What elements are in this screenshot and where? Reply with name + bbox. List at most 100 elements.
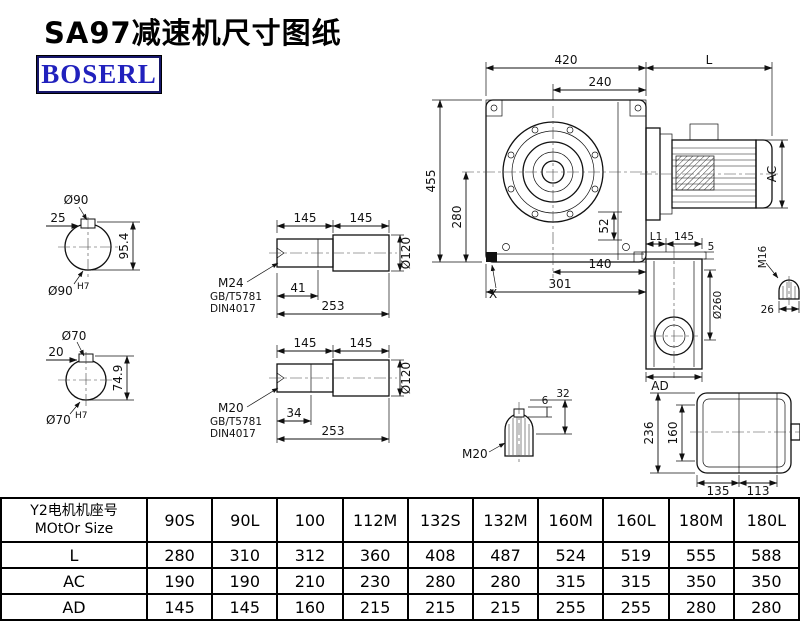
hole70-height-label: 74.9 bbox=[111, 365, 125, 392]
col-header-132M: 132M bbox=[471, 497, 540, 543]
gearbox-front-view bbox=[462, 99, 656, 278]
shaft-bottom-len2-label: 145 bbox=[350, 336, 373, 350]
cell-L-5: 487 bbox=[471, 541, 540, 569]
shaft-bottom-thread-label: M20 bbox=[218, 401, 244, 415]
cell-AD-6: 255 bbox=[537, 593, 605, 621]
col-header-160L: 160L bbox=[602, 497, 670, 543]
shaft-top-len1-label: 145 bbox=[294, 211, 317, 225]
shaft-top-41-label: 41 bbox=[290, 281, 305, 295]
cell-AD-5: 215 bbox=[471, 593, 540, 621]
cell-AC-1: 190 bbox=[211, 567, 279, 595]
rearview-160-label: 160 bbox=[666, 422, 680, 445]
col-header-180M: 180M bbox=[667, 497, 735, 543]
hole90-tol-label: H7 bbox=[77, 282, 90, 292]
dim-AC-label: AC bbox=[765, 166, 779, 182]
page-title: SA97减速机尺寸图纸 bbox=[44, 16, 342, 50]
cell-L-3: 360 bbox=[341, 541, 409, 569]
dim-52: 52 bbox=[597, 211, 622, 241]
cell-AD-2: 160 bbox=[276, 593, 344, 621]
x-marker-square bbox=[486, 252, 497, 262]
row-AC-label: AC bbox=[0, 567, 148, 595]
hole90-bore-label: Ø90 bbox=[48, 284, 73, 298]
brand-logo: BOSERL bbox=[37, 56, 161, 93]
cell-AD-9: 280 bbox=[732, 593, 800, 621]
x-marker-label: X bbox=[489, 287, 497, 301]
shaft-top-thread-label: M24 bbox=[218, 276, 244, 290]
cell-L-4: 408 bbox=[406, 541, 474, 569]
brand-logo-text: BOSERL bbox=[41, 59, 157, 89]
row-L-label: L bbox=[0, 541, 148, 569]
dim-455: 455 bbox=[424, 99, 482, 263]
sideview-26-label: 26 bbox=[761, 304, 775, 316]
col-header-132S: 132S bbox=[406, 497, 474, 543]
enddetail-thread-label: M20 bbox=[462, 447, 488, 461]
hole70-tol-label: H7 bbox=[75, 411, 88, 421]
sideview-dia260-label: Ø260 bbox=[712, 291, 724, 319]
sideview-145-label: 145 bbox=[674, 231, 694, 243]
hole-view-70: Ø70 20 74.9 Ø70 H7 bbox=[46, 329, 134, 427]
cell-L-7: 519 bbox=[602, 541, 670, 569]
gearbox-rear-view: 236 160 135 113 bbox=[642, 392, 800, 497]
motor-size-table: Y2电机机座号 MOtOr Size 90S 90L 100 112M 132S… bbox=[0, 497, 800, 621]
cell-AC-5: 280 bbox=[471, 567, 540, 595]
hole70-bore-label: Ø70 bbox=[46, 413, 71, 427]
row-AD-label: AD bbox=[0, 593, 148, 621]
shaft-view-top: 145 145 Ø120 M24 GB/T5781 DIN4017 41 253 bbox=[210, 211, 413, 318]
dim-301-label: 301 bbox=[549, 277, 572, 291]
cell-AC-8: 350 bbox=[667, 567, 735, 595]
dim-240-label: 240 bbox=[589, 75, 612, 89]
table-row-AD: AD 145 145 160 215 215 215 255 255 280 2… bbox=[0, 593, 800, 621]
cell-AC-2: 210 bbox=[276, 567, 344, 595]
motor-size-header-cn: Y2电机机座号 bbox=[30, 502, 118, 519]
gearbox-side-view: L1 145 5 Ø260 AD M16 26 bbox=[641, 231, 800, 393]
sideview-L1-label: L1 bbox=[650, 231, 663, 243]
cell-AD-1: 145 bbox=[211, 593, 279, 621]
shaft-bottom-253-label: 253 bbox=[322, 424, 345, 438]
cell-L-8: 555 bbox=[667, 541, 735, 569]
x-marker: X bbox=[489, 264, 497, 301]
col-header-90L: 90L bbox=[211, 497, 279, 543]
col-header-112M: 112M bbox=[341, 497, 409, 543]
shaft-view-bottom: 145 145 Ø120 M20 GB/T5781 DIN4017 34 253 bbox=[210, 336, 413, 443]
motor-size-header: Y2电机机座号 MOtOr Size bbox=[0, 497, 148, 543]
hole90-dia-label: Ø90 bbox=[64, 193, 89, 207]
sideview-M16-label: M16 bbox=[757, 245, 769, 268]
motor-size-header-en: MOtOr Size bbox=[34, 521, 114, 537]
col-header-100: 100 bbox=[276, 497, 344, 543]
cell-AD-4: 215 bbox=[406, 593, 474, 621]
sideview-5-label: 5 bbox=[708, 241, 715, 253]
technical-drawing: 420 L 240 455 280 AC bbox=[46, 53, 800, 497]
shaft-top-dia-label: Ø120 bbox=[399, 237, 413, 269]
cell-AC-3: 230 bbox=[341, 567, 409, 595]
shaft-top-253-label: 253 bbox=[322, 299, 345, 313]
dim-455-label: 455 bbox=[424, 170, 438, 193]
hole90-width-label: 25 bbox=[50, 211, 65, 225]
cell-L-0: 280 bbox=[145, 541, 214, 569]
dim-140-label: 140 bbox=[589, 257, 612, 271]
rearview-236-label: 236 bbox=[642, 422, 656, 445]
cell-AD-0: 145 bbox=[145, 593, 214, 621]
cell-L-9: 588 bbox=[732, 541, 800, 569]
rearview-113-label: 113 bbox=[747, 484, 770, 497]
hole70-width-label: 20 bbox=[48, 345, 63, 359]
dim-280: 280 bbox=[450, 171, 469, 263]
dim-L-label: L bbox=[706, 53, 713, 67]
cell-AC-6: 315 bbox=[537, 567, 605, 595]
shaft-bottom-len1-label: 145 bbox=[294, 336, 317, 350]
shaft-top-std1-label: GB/T5781 bbox=[210, 291, 262, 303]
dim-52-label: 52 bbox=[597, 218, 611, 233]
shaft-bottom-std1-label: GB/T5781 bbox=[210, 416, 262, 428]
col-header-180L: 180L bbox=[732, 497, 800, 543]
shaft-top-std2-label: DIN4017 bbox=[210, 303, 256, 315]
cell-L-6: 524 bbox=[537, 541, 605, 569]
cell-L-1: 310 bbox=[211, 541, 279, 569]
table-row-L: L 280 310 312 360 408 487 524 519 555 58… bbox=[0, 541, 800, 569]
cell-AD-8: 280 bbox=[667, 593, 735, 621]
shaft-bottom-std2-label: DIN4017 bbox=[210, 428, 256, 440]
shaft-bottom-34-label: 34 bbox=[286, 406, 301, 420]
cell-L-2: 312 bbox=[276, 541, 344, 569]
dim-280-label: 280 bbox=[450, 206, 464, 229]
hole90-height-label: 95.4 bbox=[117, 233, 131, 260]
cell-AC-9: 350 bbox=[732, 567, 800, 595]
